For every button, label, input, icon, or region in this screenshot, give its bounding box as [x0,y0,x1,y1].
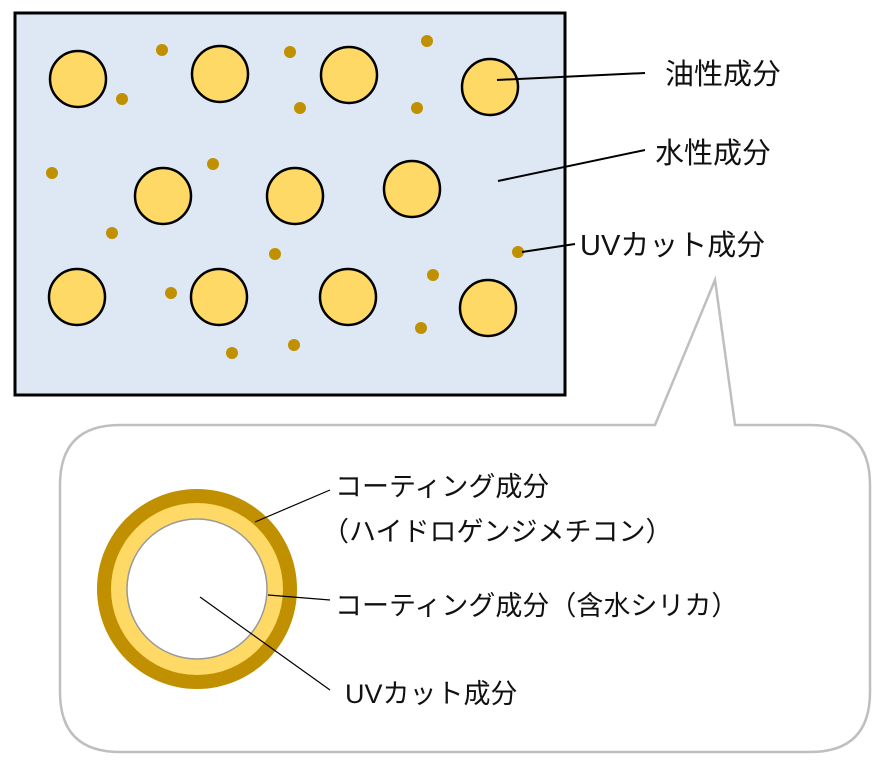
oil-droplets [47,44,520,338]
uv-particle [116,93,128,105]
uv-particle [226,347,238,359]
uv-particle [269,248,281,260]
uv-particle [294,102,306,114]
uv-particle [415,322,427,334]
outer-coating-label-2: （ハイドロゲンジメチコン） [322,517,672,547]
uv-particle [427,269,439,281]
uv-particles [46,35,524,359]
uv-particle [106,227,118,239]
water-label: 水性成分 [655,137,771,170]
uv-particle [288,339,300,351]
oil-droplet [458,278,518,338]
outer-coating-leader [254,489,331,523]
water-leader-line [497,149,646,182]
uv-core [126,518,268,660]
oil-droplet [133,166,193,226]
oil-droplet [318,267,378,327]
uv-particle [207,158,219,170]
oil-droplet [190,44,250,104]
oil-droplet [47,267,107,327]
uv-label: UVカット成分 [580,229,765,262]
uv-leader-line [521,243,576,253]
uv-particle [421,35,433,47]
uv-core-label: UVカット成分 [345,679,518,709]
oil-droplet [265,166,325,226]
uv-particle [411,102,423,114]
uv-particle [284,46,296,58]
uv-particle [512,246,524,258]
inner-coating-label: コーティング成分（含水シリカ） [335,591,738,621]
inner-coating-leader [267,594,331,601]
uv-core-leader [199,596,331,691]
oil-droplet [382,159,442,219]
uv-particle [156,44,168,56]
uv-particle [165,287,177,299]
oil-droplet [319,45,379,105]
oil-droplet [48,49,108,109]
outer-coating-label-1: コーティング成分 [335,472,549,502]
oil-droplet [460,57,520,117]
oil-droplet [189,267,249,327]
uv-particle [46,167,58,179]
oil-leader-line [496,72,646,81]
oil-label: 油性成分 [665,58,781,91]
